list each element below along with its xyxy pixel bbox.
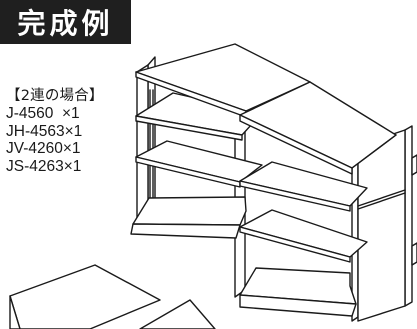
parts-list: 【2連の場合】 J-4560 ×1 JH-4563×1 JV-4260×1 JS…	[6, 88, 104, 175]
parts-list-heading: 【2連の場合】	[6, 88, 104, 104]
title-badge: 完成例	[0, 0, 131, 44]
right-unit-frame	[351, 125, 417, 322]
parts-list-item: JV-4260×1	[6, 140, 81, 158]
parts-list-item: J-4560 ×1	[6, 105, 80, 123]
parts-list-item: JS-4263×1	[6, 157, 82, 175]
right-unit-shelves	[239, 81, 397, 317]
left-unit-shelves	[130, 43, 311, 239]
partial-unit-shelf	[9, 264, 216, 329]
parts-list-item: JH-4563×1	[6, 122, 83, 140]
